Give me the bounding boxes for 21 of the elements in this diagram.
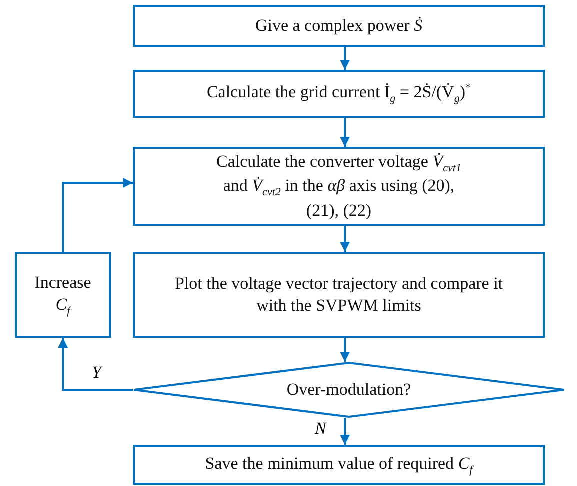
node-text: Save the minimum value of required C$_{f}$ [204,452,475,478]
decision-diamond [133,362,565,418]
arrow [340,226,350,252]
process-box [133,252,545,338]
node-text: Over-modulation? [286,378,412,401]
node-text: Give a complex power Ṡ [254,14,424,37]
process-box [133,5,545,47]
arrow [340,338,350,362]
node-text: Calculate the grid current İ$_{g}$ = 2Ṡ/(V̇$_{g}$)$^{*}$ [206,81,472,107]
arrow [58,338,133,391]
process-box [133,147,545,226]
node-text: Increase C$_{f}$ [34,272,92,318]
process-box [15,252,111,338]
arrow [340,418,350,445]
end-box [133,445,545,485]
node-text: Calculate the converter voltage V̇$_{cvt1}$ and V̇$_{cvt2}$ in the αβ axis using (20), (21), (22) [216,150,462,222]
node-text: Plot the voltage vector trajectory and compare it with the SVPWM limits [174,272,504,317]
process-box [133,70,545,118]
arrow [340,118,350,147]
arrow [62,178,133,252]
arrow [340,47,350,70]
